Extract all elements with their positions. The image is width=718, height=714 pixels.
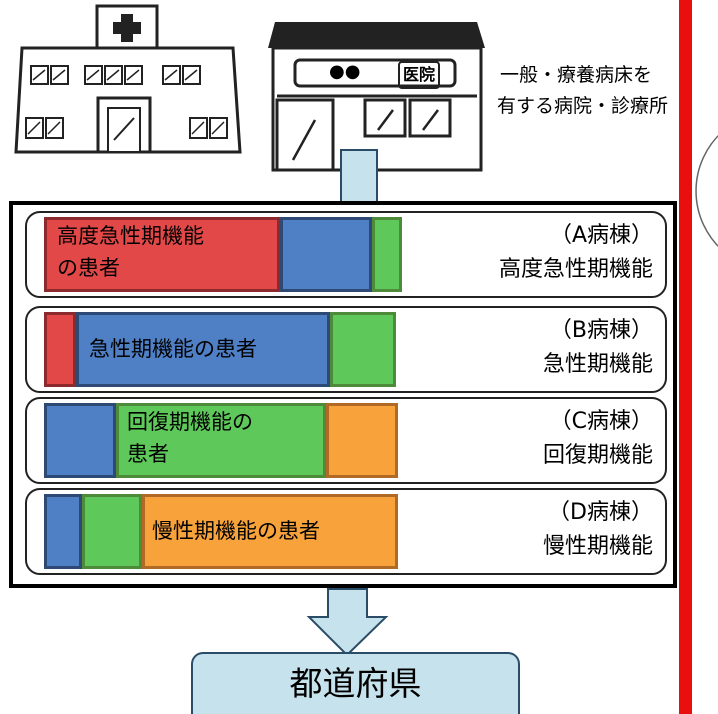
ward-a-patient-label-line1: 高度急性期機能 (57, 224, 204, 248)
ward-a-patient-label-line2: の患者 (57, 256, 120, 280)
ward-b: 急性期機能の患者 （B病棟） 急性期機能 (25, 306, 667, 393)
clinic-building-icon (268, 22, 485, 172)
ward-b-function: 急性期機能 (542, 352, 653, 377)
hospital-type-caption-line2: 有する病院・診療所 (497, 95, 669, 117)
recovery-patients-bar (372, 217, 402, 292)
chronic-patients-bar (142, 494, 398, 569)
acute-patients-bar (44, 494, 82, 569)
ward-c-name: （C病棟） (549, 409, 653, 434)
hospital-type-caption-line1: 一般・療養病床を (500, 64, 653, 86)
ward-d: 慢性期機能の患者 （D病棟） 慢性期機能 (25, 488, 667, 575)
hospital-wards-frame: 高度急性期機能 の患者 （A病棟） 高度急性期機能 急性期機能の患者 （B病棟）… (9, 201, 677, 588)
prefecture-box: 都道府県 (191, 652, 520, 714)
connector-arrow (340, 149, 378, 207)
acute-patients-bar (44, 403, 116, 478)
ward-c-patient-label-line1: 回復期機能の (127, 410, 253, 434)
report-down-arrow (306, 588, 389, 657)
ward-a-name: （A病棟） (549, 223, 653, 248)
ward-d-function: 慢性期機能 (542, 534, 653, 559)
recovery-patients-bar (82, 494, 142, 569)
ward-d-patient-label: 慢性期機能の患者 (152, 519, 320, 543)
ward-a-function: 高度急性期機能 (498, 257, 653, 282)
clinic-sign-dots: ●● (329, 61, 361, 82)
recovery-patients-bar (330, 312, 396, 387)
high-acute-patients-bar (44, 217, 280, 292)
partial-circle-shape (695, 134, 718, 248)
ward-c-function: 回復期機能 (542, 443, 653, 468)
ward-b-patient-label: 急性期機能の患者 (89, 337, 257, 361)
ward-c: 回復期機能の 患者 （C病棟） 回復期機能 (25, 397, 667, 484)
ward-a: 高度急性期機能 の患者 （A病棟） 高度急性期機能 (25, 211, 667, 298)
recovery-patients-bar (116, 403, 326, 478)
high-acute-patients-bar (44, 312, 76, 387)
acute-patients-bar (76, 312, 330, 387)
ward-d-name: （D病棟） (548, 500, 653, 525)
chronic-patients-bar (326, 403, 398, 478)
ward-b-name: （B病棟） (549, 318, 653, 343)
ward-c-patient-label-line2: 患者 (127, 442, 169, 466)
hospital-building-icon (14, 4, 242, 154)
red-divider-bar (679, 0, 692, 714)
acute-patients-bar (280, 217, 372, 292)
clinic-sign-label: 医院 (398, 61, 441, 89)
